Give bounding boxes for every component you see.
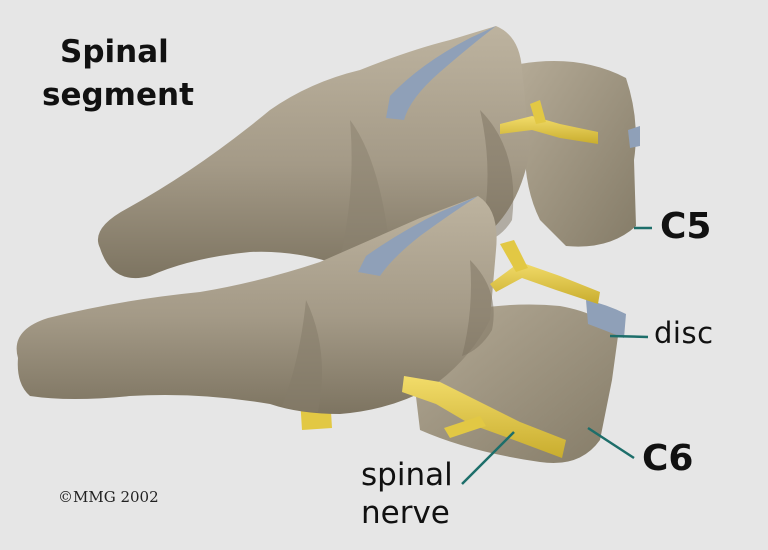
- disc-label: disc: [654, 316, 714, 350]
- spinal-nerve-label-line-1: spinal: [361, 457, 453, 493]
- c5-body: [520, 61, 636, 247]
- title-line-1: Spinal: [60, 34, 169, 70]
- c6-facet-cartilage: [358, 196, 478, 276]
- c5-vertebra: [97, 26, 640, 279]
- c6-leader-line: [587, 426, 635, 460]
- title-line-2: segment: [42, 77, 194, 113]
- c6-label: C6: [642, 438, 694, 479]
- nerve-leader-line: [461, 431, 515, 485]
- spinal-nerves: [402, 100, 600, 458]
- intervertebral-disc: [586, 300, 626, 338]
- c5-facet-cartilage: [386, 26, 496, 120]
- copyright-notice: ©MMG 2002: [58, 488, 159, 506]
- spinal-nerve-lower: [402, 376, 566, 458]
- leader-lines: [461, 226, 652, 485]
- disc-leader-line: [609, 334, 649, 339]
- c5-label: C5: [660, 206, 712, 247]
- spinal-nerve-label-line-2: nerve: [361, 495, 450, 531]
